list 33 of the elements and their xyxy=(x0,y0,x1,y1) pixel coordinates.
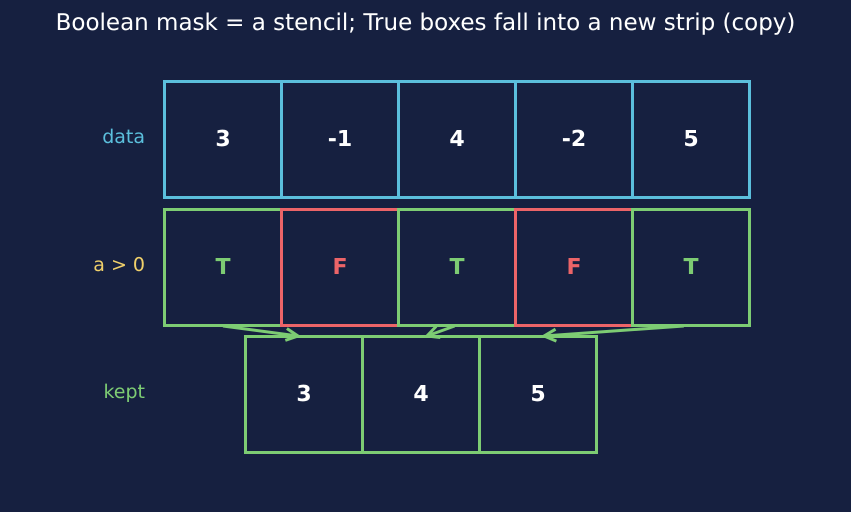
row-label: a > 0 xyxy=(93,254,145,276)
array-cell xyxy=(163,208,283,327)
array-cell xyxy=(280,208,400,327)
array-cell xyxy=(478,335,598,454)
row-label: data xyxy=(102,126,145,148)
array-cell xyxy=(514,208,634,327)
cell-value: 4 xyxy=(413,382,429,407)
array-cell xyxy=(280,80,400,199)
array-cell xyxy=(361,335,481,454)
title: Boolean mask = a stencil; True boxes fall into a new strip (copy) xyxy=(54,10,796,36)
array-cell xyxy=(397,208,517,327)
row-label: kept xyxy=(103,381,145,403)
cell-value: -2 xyxy=(562,127,586,152)
cell-value: -1 xyxy=(328,127,352,152)
arrow xyxy=(426,324,456,340)
cell-value: 3 xyxy=(296,382,312,407)
cell-value: 5 xyxy=(683,127,699,152)
cell-value: F xyxy=(332,255,348,280)
array-cell xyxy=(397,80,517,199)
array-cell xyxy=(631,208,751,327)
cell-value: 3 xyxy=(215,127,231,152)
cell-value: T xyxy=(683,255,698,280)
cell-value: 5 xyxy=(530,382,546,407)
array-cell xyxy=(514,80,634,199)
arrow xyxy=(222,324,300,342)
cell-value: T xyxy=(215,255,230,280)
cell-value: T xyxy=(449,255,464,280)
arrow xyxy=(542,324,684,343)
cell-value: F xyxy=(566,255,582,280)
cell-value: 4 xyxy=(449,127,465,152)
array-cell xyxy=(631,80,751,199)
array-cell xyxy=(244,335,364,454)
array-cell xyxy=(163,80,283,199)
